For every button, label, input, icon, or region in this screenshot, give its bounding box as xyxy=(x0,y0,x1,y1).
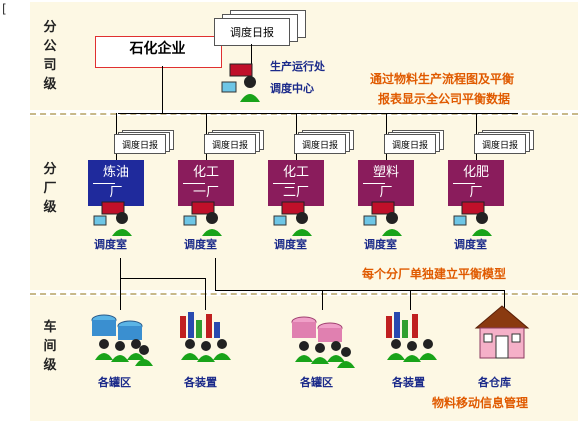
connector xyxy=(504,290,505,310)
connector xyxy=(162,66,163,114)
workshop-label: 各罐区 xyxy=(300,376,333,389)
plant-underline xyxy=(93,183,115,184)
corner-bracket: [ xyxy=(2,2,7,16)
connector xyxy=(215,258,216,290)
level-char: 级 xyxy=(43,77,57,92)
plant-report-label: 调度日报 xyxy=(114,134,166,154)
workshop-label: 各罐区 xyxy=(98,376,131,389)
plant-report-label: 调度日报 xyxy=(474,134,526,154)
plant-box: 炼油厂 xyxy=(88,160,144,206)
plant-room-label: 调度室 xyxy=(184,238,217,251)
plant-report-label: 调度日报 xyxy=(204,134,256,154)
plant-name-line2: 厂 xyxy=(379,185,393,200)
level-char: 间 xyxy=(43,339,57,354)
plant-name-line1: 塑料 xyxy=(372,165,399,180)
connector xyxy=(120,278,206,279)
plant-report-stack: 调度日报 xyxy=(294,130,354,154)
plant-report-stack: 调度日报 xyxy=(114,130,174,154)
plant-box: 化工一厂 xyxy=(178,160,234,206)
level-char: 车 xyxy=(43,320,57,335)
dispatcher-icon xyxy=(221,63,260,102)
plant-room-label: 调度室 xyxy=(94,238,127,251)
divider xyxy=(30,293,578,295)
plant-report-label: 调度日报 xyxy=(294,134,346,154)
level-label-workshop: 车间级 xyxy=(40,318,60,375)
level-label-branch: 分公司级 xyxy=(40,18,60,94)
connector xyxy=(251,44,252,64)
process-unit-icon xyxy=(386,312,437,362)
plant-underline xyxy=(183,183,205,184)
connector xyxy=(322,290,323,310)
branch-report-stack: 调度日报 xyxy=(214,10,306,46)
plant-report-label: 调度日报 xyxy=(384,134,436,154)
dispatcher-icon xyxy=(183,201,222,236)
dispatcher-icon xyxy=(453,201,492,236)
plant-underline xyxy=(273,183,295,184)
plant-bus xyxy=(118,113,518,114)
tank-farm-icon xyxy=(291,316,355,368)
plant-box: 化工二厂 xyxy=(268,160,324,206)
connector xyxy=(120,258,121,278)
plant-name-line1: 炼油 xyxy=(102,165,129,180)
company-label: 石化企业 xyxy=(129,41,186,57)
workshop-label: 各装置 xyxy=(184,376,217,389)
level-char: 级 xyxy=(43,200,57,215)
branch-office-line2: 调度中心 xyxy=(270,82,314,95)
warehouse-icon xyxy=(474,305,530,359)
workshop-label: 各仓库 xyxy=(478,376,511,389)
plant-name-line1: 化肥 xyxy=(462,165,489,180)
dispatcher-icon xyxy=(93,201,132,236)
process-unit-icon xyxy=(180,312,231,362)
plant-room-label: 调度室 xyxy=(274,238,307,251)
plant-box: 化肥厂 xyxy=(448,160,504,206)
level-char: 分 xyxy=(43,162,57,177)
plant-report-stack: 调度日报 xyxy=(474,130,534,154)
connector xyxy=(120,278,121,310)
connector xyxy=(215,290,505,291)
divider xyxy=(30,113,578,115)
tank-farm-icon xyxy=(91,314,153,366)
dispatcher-icon xyxy=(363,201,402,236)
workshop-label: 各装置 xyxy=(392,376,425,389)
connector xyxy=(410,290,411,310)
level-label-plant: 分厂级 xyxy=(40,160,60,217)
company-box xyxy=(95,36,222,68)
note-company-line2: 报表显示全公司平衡数据 xyxy=(378,92,511,106)
branch-report-label: 调度日报 xyxy=(214,18,290,46)
level-char: 司 xyxy=(43,58,57,73)
level-char: 厂 xyxy=(43,181,57,196)
plant-underline xyxy=(363,183,385,184)
plant-report-stack: 调度日报 xyxy=(384,130,444,154)
note-plant: 每个分厂单独建立平衡模型 xyxy=(362,267,507,281)
note-company-line1: 通过物料生产流程图及平衡 xyxy=(370,72,515,86)
plant-name-line1: 化工 xyxy=(192,165,219,180)
dispatcher-icon xyxy=(273,201,312,236)
plant-name-line2: 厂 xyxy=(109,185,123,200)
level-char: 公 xyxy=(43,39,57,54)
plant-room-label: 调度室 xyxy=(454,238,487,251)
level-char: 级 xyxy=(43,358,57,373)
plant-name-line2: 一厂 xyxy=(192,185,219,200)
plant-box: 塑料厂 xyxy=(358,160,414,206)
plant-name-line2: 二厂 xyxy=(282,185,309,200)
plant-name-line1: 化工 xyxy=(282,165,309,180)
plant-room-label: 调度室 xyxy=(364,238,397,251)
level-char: 分 xyxy=(43,20,57,35)
plant-report-stack: 调度日报 xyxy=(204,130,264,154)
connector xyxy=(205,278,206,310)
note-workshop: 物料移动信息管理 xyxy=(432,396,529,410)
plant-underline xyxy=(453,183,475,184)
branch-office-line1: 生产运行处 xyxy=(270,60,325,73)
plant-name-line2: 厂 xyxy=(469,185,483,200)
